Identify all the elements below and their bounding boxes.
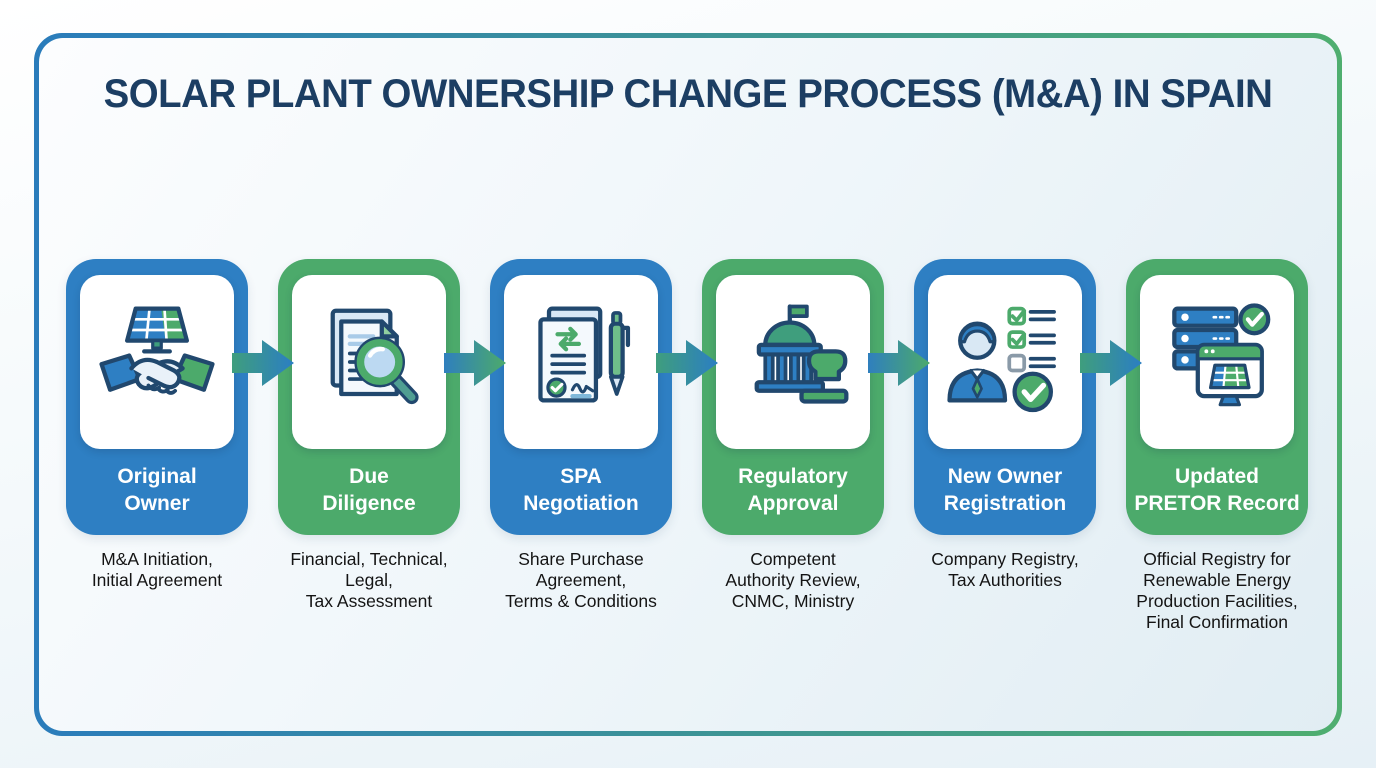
step-title: Due Diligence xyxy=(322,465,416,515)
step-icon-tile xyxy=(292,275,446,449)
flow-arrow-3-icon xyxy=(654,330,720,396)
page-title: SOLAR PLANT OWNERSHIP CHANGE PROCESS (M&… xyxy=(103,72,1273,116)
government-stamp-icon xyxy=(754,304,849,404)
step-card-updated-pretor-record: Updated PRETOR Record xyxy=(1126,259,1308,535)
step-title: Updated PRETOR Record xyxy=(1134,465,1300,515)
step-title: New Owner Registration xyxy=(943,465,1067,515)
document-magnifier-icon xyxy=(330,308,419,405)
step-description: Competent Authority Review, CNMC, Minist… xyxy=(725,549,861,611)
step-title: SPA Negotiation xyxy=(523,465,639,515)
flow-arrow-4-icon xyxy=(866,330,932,396)
step-description: Company Registry, Tax Authorities xyxy=(931,549,1079,590)
step-title: Original Owner xyxy=(117,465,197,515)
step-card-spa-negotiation: SPA Negotiation xyxy=(490,259,672,535)
step-icon-tile xyxy=(80,275,234,449)
contract-pen-icon xyxy=(538,306,631,403)
step-card-new-owner-registration: New Owner Registration xyxy=(914,259,1096,535)
step-card-original-owner: Original Owner xyxy=(66,259,248,535)
flow-arrow-1-icon xyxy=(230,330,296,396)
flow-arrow-5-icon xyxy=(1078,330,1144,396)
database-monitor-check-icon xyxy=(1172,303,1271,407)
step-card-regulatory-approval: Regulatory Approval xyxy=(702,259,884,535)
step-icon-tile xyxy=(1140,275,1294,449)
step-description: Financial, Technical, Legal, Tax Assessm… xyxy=(290,549,448,611)
flow-arrow-2-icon xyxy=(442,330,508,396)
step-description: Official Registry for Renewable Energy P… xyxy=(1136,549,1298,632)
step-icon-tile xyxy=(928,275,1082,449)
step-description: Share Purchase Agreement, Terms & Condit… xyxy=(505,549,657,611)
step-title: Regulatory Approval xyxy=(738,465,848,515)
solar-panel-handshake-icon xyxy=(99,306,215,395)
step-icon-tile xyxy=(504,275,658,449)
step-description: M&A Initiation, Initial Agreement xyxy=(91,549,223,590)
person-checklist-icon xyxy=(947,306,1056,413)
step-card-due-diligence: Due Diligence xyxy=(278,259,460,535)
step-icon-tile xyxy=(716,275,870,449)
